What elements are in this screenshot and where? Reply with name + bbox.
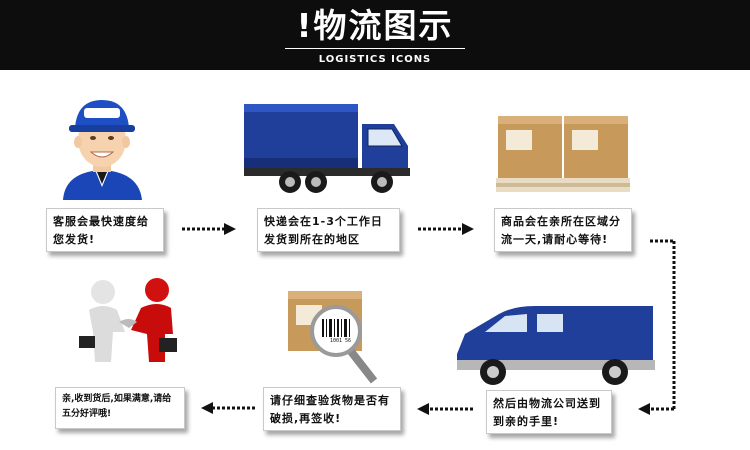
package-magnifier-icon [288,291,378,384]
step-2-box: 快递会在1-3个工作日发货到所在的地区 [257,208,400,252]
step-1-box: 客服会最快速度给您发货! [46,208,164,252]
title-divider [285,48,465,49]
delivery-van-icon [457,306,655,385]
page-subtitle: LOGISTICS ICONS [318,54,432,65]
arrow-step2-to-step3 [418,223,474,235]
arrow-step3-to-step4 [638,239,676,415]
arrow-step1-to-step2 [182,223,236,235]
step-5-box: 请仔细查验货物是否有破损,再签收! [263,387,401,431]
delivery-truck-icon [244,104,410,193]
step-4-box: 然后由物流公司送到到亲的手里! [486,390,612,434]
barcode-number: 1001 56 [330,338,352,344]
step-3-box: 商品会在亲所在区域分流一天,请耐心等待! [494,208,632,252]
header-banner: !物流图示 LOGISTICS ICONS [0,0,750,70]
customer-service-agent-icon [63,100,142,200]
handshake-icon [79,278,177,362]
boxes-on-pallet-icon [496,116,630,192]
page-title: !物流图示 [296,6,454,45]
step-6-box: 亲,收到货后,如果满意,请给五分好评哦! [55,387,185,429]
arrow-step4-to-step5 [417,403,473,415]
arrow-step5-to-step6 [201,402,255,414]
